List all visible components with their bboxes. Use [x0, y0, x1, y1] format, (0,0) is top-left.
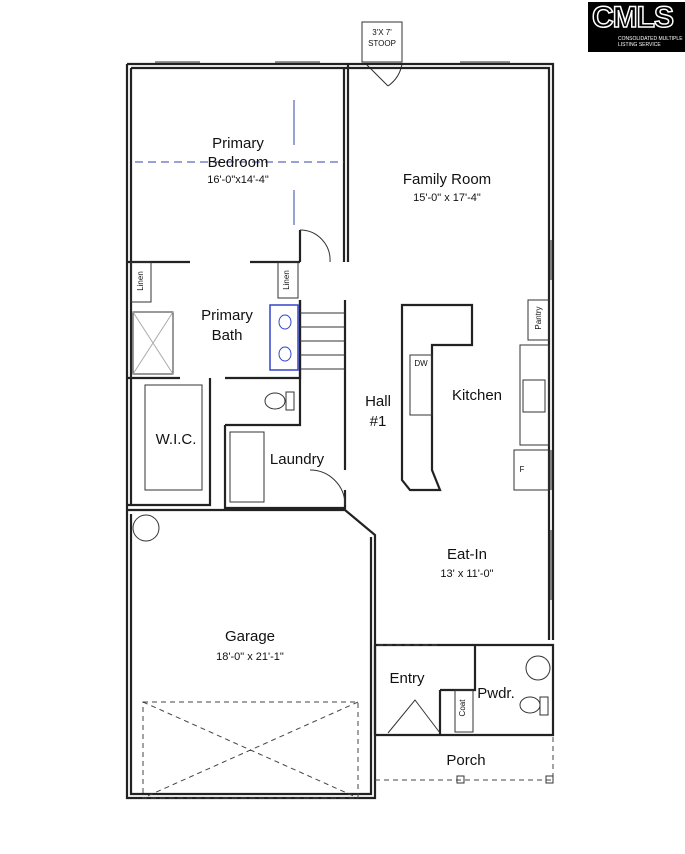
powder-label: Pwdr. [477, 685, 515, 702]
linen-closet-left [130, 261, 152, 303]
water-heater [132, 514, 160, 542]
cmls-logo: CMLS CONSOLIDATED MULTIPLE LISTING SERVI… [588, 2, 685, 52]
primary-bedroom-dims: 16'-0"x14'-4" [207, 174, 269, 186]
family-room-label: Family Room [403, 171, 491, 188]
garage-label: Garage [225, 628, 275, 645]
shower [132, 311, 174, 375]
fridge [513, 449, 550, 491]
logo-subtitle: CONSOLIDATED MULTIPLE LISTING SERVICE [618, 36, 683, 48]
family-room-dims: 15'-0" x 17'-4" [413, 192, 481, 204]
fridge-label: F [520, 465, 525, 474]
linen-closet-right [277, 261, 299, 299]
stoop-size: 3'X 7' [372, 28, 392, 37]
toilet-icon [519, 696, 541, 714]
toilet-tank [285, 391, 295, 411]
porch-label: Porch [446, 752, 485, 769]
wic-label: W.I.C. [156, 431, 197, 448]
kitchen-island [400, 303, 474, 492]
garage-door-outline [142, 701, 359, 799]
porch-column [545, 775, 554, 784]
shower-drain-lines [132, 311, 174, 375]
coat-closet [454, 689, 474, 733]
primary-bedroom-line1: Primary [212, 135, 264, 152]
dishwasher-sink [409, 354, 433, 416]
wic-shelf [144, 384, 203, 491]
toilet-icon [264, 392, 286, 410]
stairs [300, 312, 345, 370]
pantry [527, 299, 550, 341]
double-vanity [269, 304, 299, 371]
kitchen-label: Kitchen [452, 387, 502, 404]
primary-bath-line2: Bath [212, 327, 243, 344]
washer-dryer [229, 431, 265, 503]
linen-left-label: Linen [136, 271, 145, 291]
porch-column [456, 775, 465, 784]
coat-label: Coat [458, 699, 467, 717]
garage-dims: 18'-0" x 21'-1" [216, 651, 284, 663]
hall-line2: #1 [370, 413, 387, 430]
hall-line1: Hall [365, 393, 391, 410]
toilet-tank [539, 696, 549, 716]
sink-icon [525, 655, 551, 681]
front-door [387, 699, 441, 734]
sink-icon [278, 314, 292, 330]
sink-icon [278, 346, 292, 362]
laundry-label: Laundry [270, 451, 325, 468]
eat-in-label: Eat-In [447, 546, 487, 563]
logo-text: CMLS [591, 2, 675, 34]
primary-bedroom-line2: Bedroom [208, 154, 269, 171]
dw-label: DW [414, 359, 428, 368]
kitchen-counter [519, 344, 550, 446]
entry-label: Entry [389, 670, 425, 687]
stoop [361, 21, 403, 63]
pantry-label: Pantry [534, 306, 543, 329]
stoop-label: STOOP [368, 39, 396, 48]
primary-bath-line1: Primary [201, 307, 253, 324]
eat-in-dims: 13' x 11'-0" [440, 568, 493, 580]
interior-walls [127, 64, 477, 735]
porch-outline [375, 735, 554, 781]
range-icon [522, 379, 546, 413]
linen-right-label: Linen [282, 270, 291, 290]
